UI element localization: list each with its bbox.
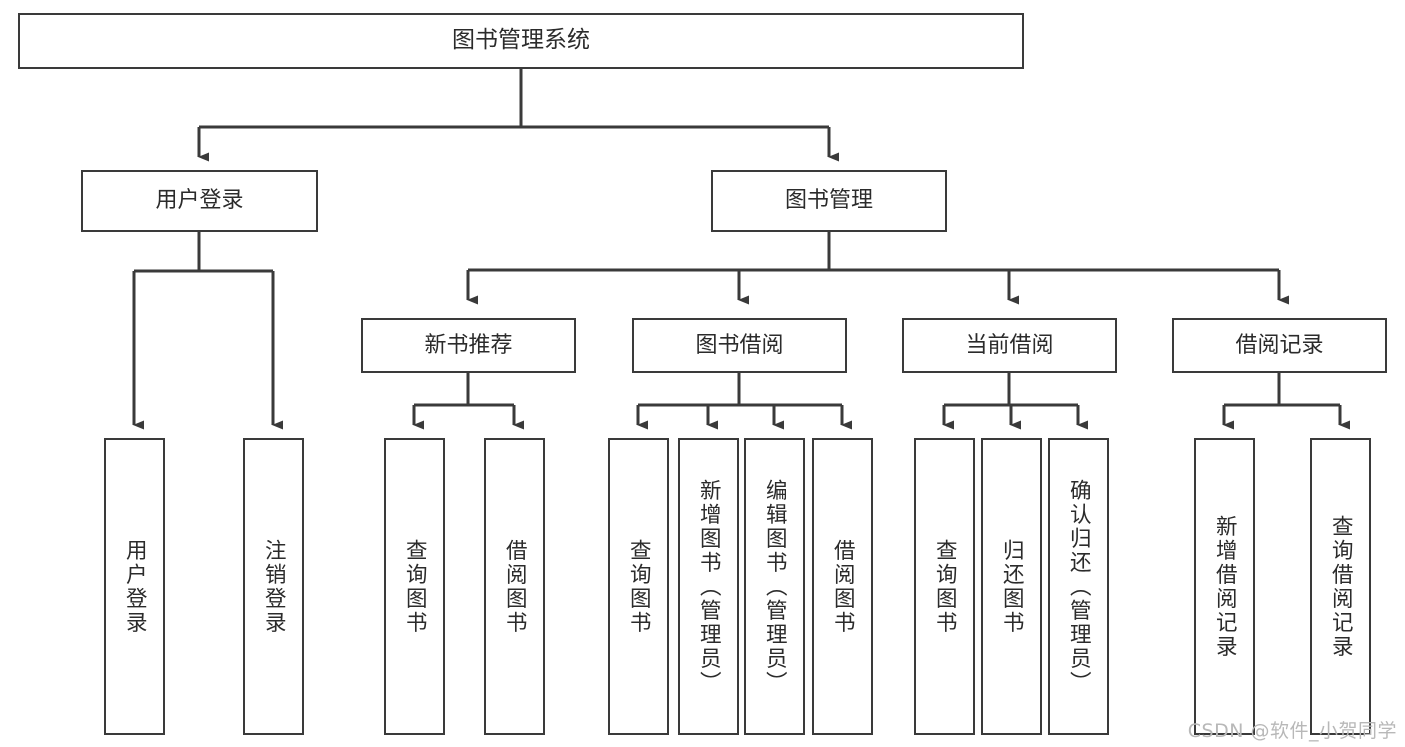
node-leaf-return-book[interactable]: 归还图书 [981,438,1042,735]
node-book-borrow-label: 图书借阅 [695,332,784,358]
node-leaf-query-borrow-record-label: 查询借阅记录 [1328,514,1354,659]
watermark: CSDN @软件_小贺同学 [1187,720,1397,742]
node-leaf-logout[interactable]: 注销登录 [243,438,304,735]
node-leaf-borrow-book-2-label: 借阅图书 [830,538,856,635]
node-book-borrow[interactable]: 图书借阅 [632,318,847,373]
node-leaf-confirm-return-admin-label: 确认归还（管理员） [1066,478,1092,695]
node-leaf-query-book-3-label: 查询图书 [932,538,958,635]
node-user-login[interactable]: 用户登录 [81,170,318,232]
node-leaf-edit-book-admin[interactable]: 编辑图书（管理员） [744,438,805,735]
node-leaf-confirm-return-admin[interactable]: 确认归还（管理员） [1048,438,1109,735]
node-new-book-recommend[interactable]: 新书推荐 [361,318,576,373]
node-leaf-query-book-1[interactable]: 查询图书 [384,438,445,735]
node-leaf-borrow-book-1-label: 借阅图书 [502,538,528,635]
node-leaf-return-book-label: 归还图书 [999,538,1025,635]
node-leaf-query-borrow-record[interactable]: 查询借阅记录 [1310,438,1371,735]
node-leaf-borrow-book-1[interactable]: 借阅图书 [484,438,545,735]
node-book-management-label: 图书管理 [784,188,873,214]
node-user-login-label: 用户登录 [155,188,244,214]
node-leaf-add-borrow-record[interactable]: 新增借阅记录 [1194,438,1255,735]
node-leaf-user-login[interactable]: 用户登录 [104,438,165,735]
node-leaf-query-book-1-label: 查询图书 [402,538,428,635]
node-borrow-record-label: 借阅记录 [1235,332,1324,358]
node-current-borrow[interactable]: 当前借阅 [902,318,1117,373]
node-leaf-user-login-label: 用户登录 [122,538,148,635]
node-leaf-add-borrow-record-label: 新增借阅记录 [1212,514,1238,659]
node-borrow-record[interactable]: 借阅记录 [1172,318,1387,373]
node-leaf-edit-book-admin-label: 编辑图书（管理员） [762,478,788,695]
node-leaf-query-book-2[interactable]: 查询图书 [608,438,669,735]
node-root[interactable]: 图书管理系统 [18,13,1024,69]
node-leaf-borrow-book-2[interactable]: 借阅图书 [812,438,873,735]
node-leaf-query-book-3[interactable]: 查询图书 [914,438,975,735]
node-leaf-add-book-admin-label: 新增图书（管理员） [696,478,722,695]
node-root-label: 图书管理系统 [452,27,590,54]
node-leaf-query-book-2-label: 查询图书 [626,538,652,635]
node-new-book-recommend-label: 新书推荐 [424,332,513,358]
node-current-borrow-label: 当前借阅 [965,332,1054,358]
node-leaf-add-book-admin[interactable]: 新增图书（管理员） [678,438,739,735]
node-book-management[interactable]: 图书管理 [711,170,947,232]
node-leaf-logout-label: 注销登录 [261,538,287,635]
